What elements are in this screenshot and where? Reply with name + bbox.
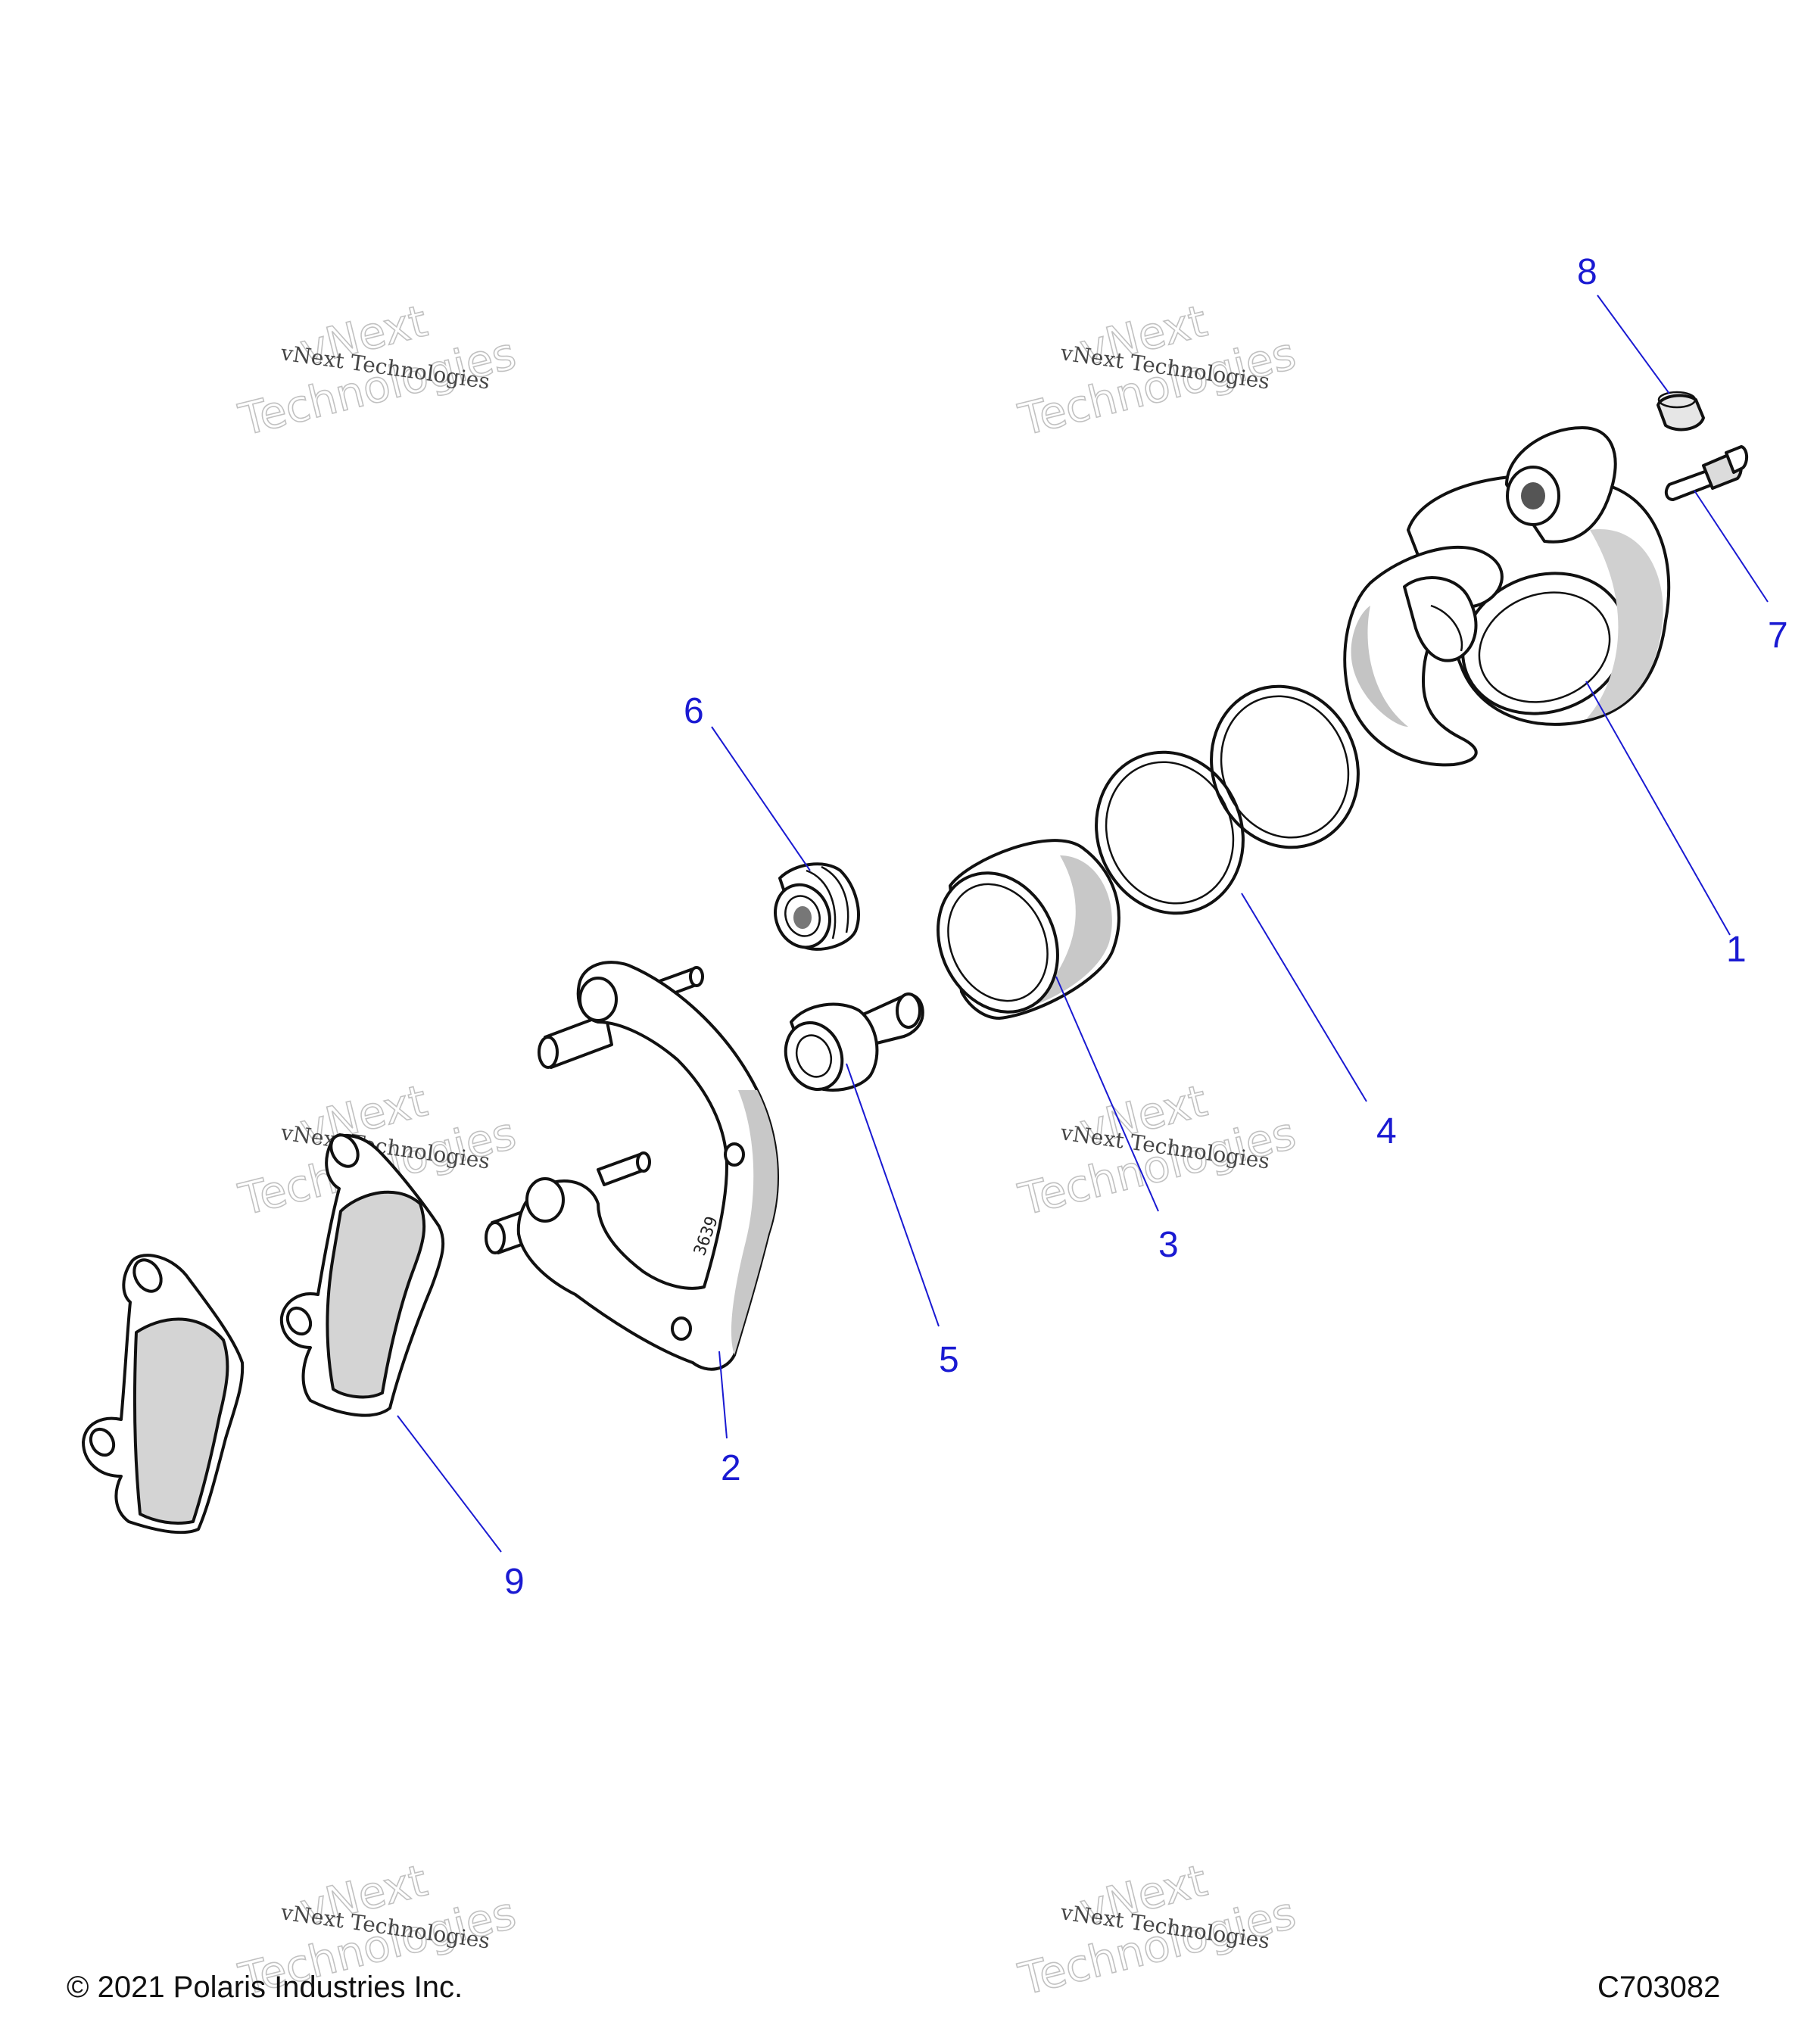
leader-2	[718, 1351, 728, 1439]
part-7-bleeder-screw	[1664, 445, 1748, 501]
part-6-boot	[774, 862, 860, 951]
callout-5[interactable]: 5	[939, 1340, 959, 1380]
part-5-slide-pin	[784, 992, 924, 1092]
callout-8[interactable]: 8	[1577, 252, 1597, 292]
callout-2[interactable]: 2	[721, 1448, 741, 1488]
leader-7	[1694, 490, 1769, 603]
copyright-notice: © 2021 Polaris Industries Inc.	[67, 1971, 463, 2004]
leader-4	[1241, 893, 1367, 1102]
part-8-bleeder-cap	[1656, 391, 1705, 432]
diagram-code: C703082	[1597, 1971, 1720, 2004]
leader-1	[1585, 681, 1731, 936]
part-2-mounting-bracket: 3639	[485, 961, 779, 1371]
part-1-caliper-housing	[1343, 426, 1671, 767]
leader-lines	[397, 294, 1769, 1553]
callout-7[interactable]: 7	[1768, 615, 1788, 656]
leader-5	[846, 1063, 940, 1327]
part-4-seals	[1095, 684, 1360, 915]
leader-9	[397, 1415, 502, 1553]
part-3-piston	[937, 839, 1120, 1020]
leader-6	[711, 726, 811, 871]
leader-3	[1055, 976, 1159, 1212]
callout-3[interactable]: 3	[1158, 1225, 1179, 1265]
callout-4[interactable]: 4	[1376, 1111, 1397, 1151]
leader-8	[1597, 294, 1670, 394]
callout-6[interactable]: 6	[684, 691, 704, 731]
callouts: 1 2 3 4 5 6 7 8 9	[504, 252, 1788, 1602]
part-9-brake-pads	[82, 1133, 445, 1535]
callout-1[interactable]: 1	[1726, 930, 1747, 970]
callout-9[interactable]: 9	[504, 1562, 525, 1602]
